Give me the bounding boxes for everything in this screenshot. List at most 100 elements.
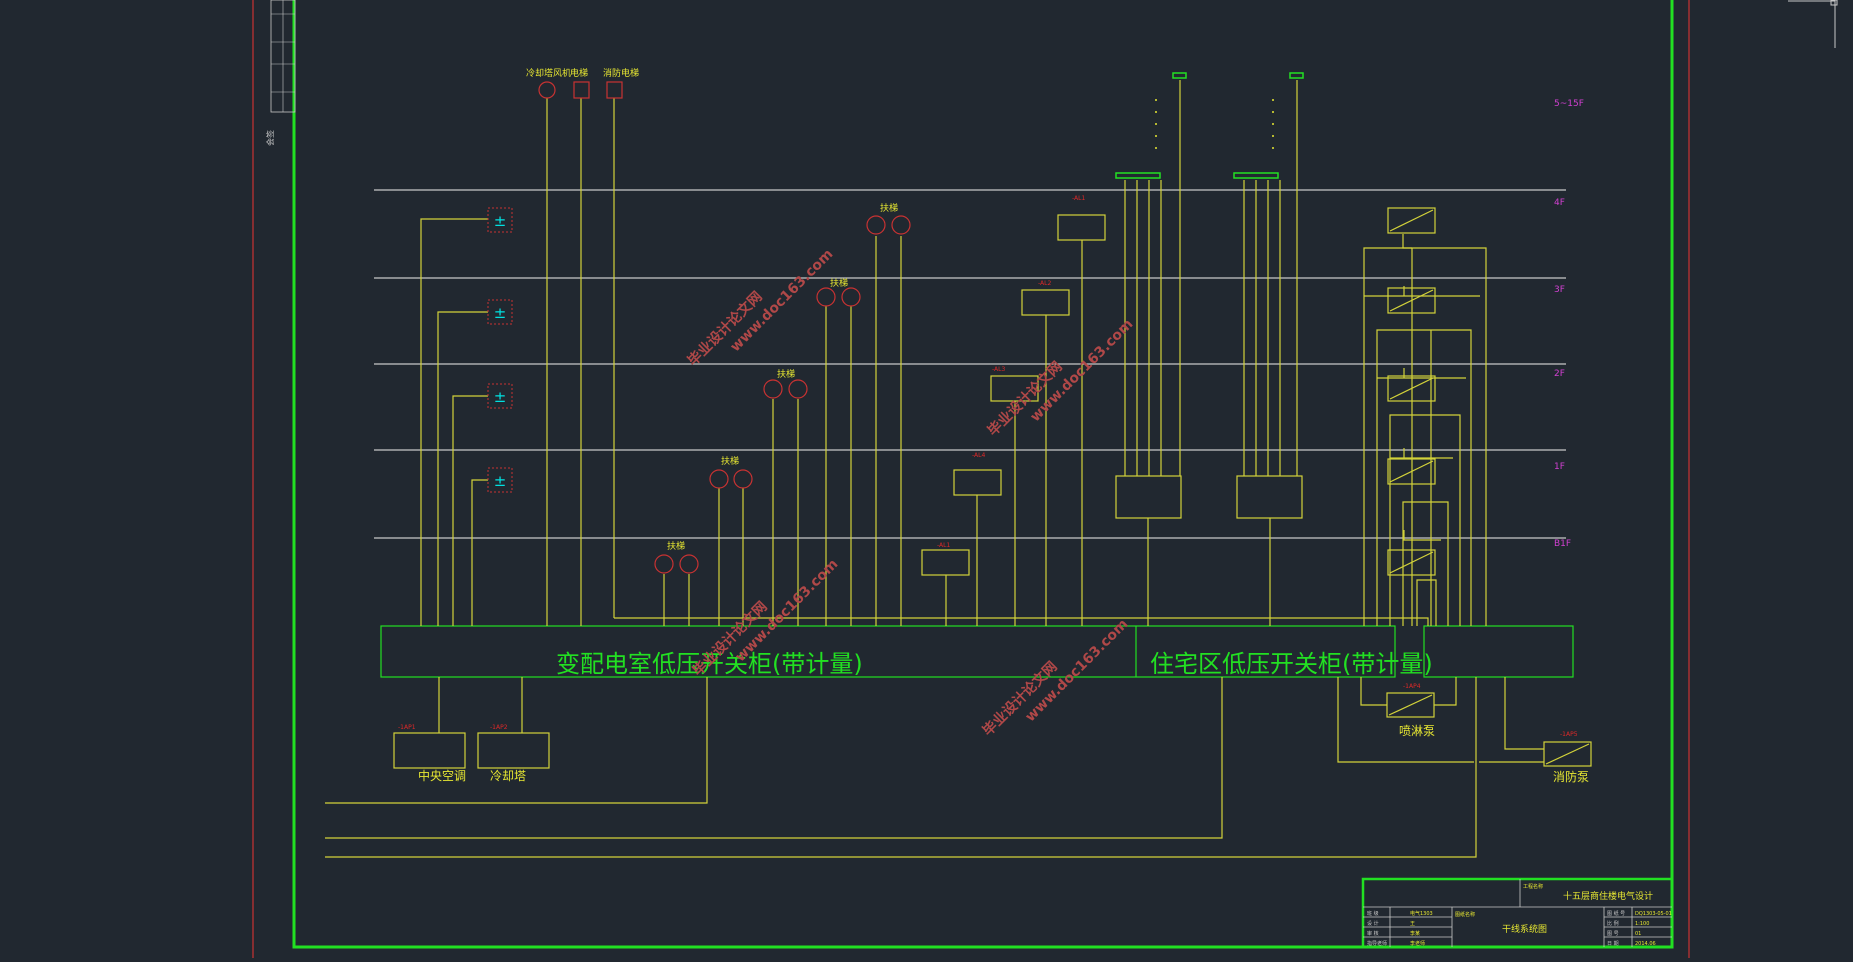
fire-box-b1f[interactable]: [1387, 549, 1436, 576]
escalator-label: 扶梯: [880, 202, 898, 214]
panel-label-b1f: -AL1: [937, 542, 950, 549]
project-label: 工程名称: [1523, 883, 1543, 890]
top-terminal-left: [1172, 72, 1187, 79]
escalator-label: 扶梯: [777, 368, 795, 380]
floor-labels: 5~15F 4F 3F 2F 1F B1F: [1554, 99, 1584, 549]
panel-al-b1f[interactable]: [921, 549, 970, 576]
escalator-label: 扶梯: [830, 277, 848, 289]
escalator-1f[interactable]: [709, 469, 753, 489]
fire-box-1f[interactable]: [1387, 458, 1436, 485]
panel-label-1f: -AL4: [972, 452, 985, 459]
socket-box-2f[interactable]: ±: [487, 383, 513, 409]
drawing-label: 图纸名称: [1455, 911, 1475, 918]
escalator-labels: 扶梯 扶梯 扶梯 扶梯 扶梯: [667, 202, 898, 552]
residential-switchgear-label: 住宅区低压开关柜(带计量): [1150, 650, 1433, 678]
fire-pump-label: 消防泵: [1553, 769, 1589, 784]
floor-label-top: 5~15F: [1554, 99, 1584, 109]
fire-elevator-label: 消防电梯: [603, 67, 639, 79]
meter-box-right[interactable]: [1236, 475, 1303, 519]
escalators: [654, 215, 911, 574]
residential-risers: [1115, 72, 1304, 519]
motor-icon: [654, 554, 674, 574]
floor-label-2f: 2F: [1554, 369, 1565, 379]
sprinkler-panel-label: -1AP4: [1403, 683, 1421, 690]
tb-left-val-3: 李老师: [1410, 940, 1425, 947]
cooling-tower-panel-box[interactable]: [477, 732, 550, 769]
tb-left-val-0: 电气1303: [1410, 910, 1433, 917]
tb-left-val-1: 王: [1410, 921, 1415, 927]
motor-icon: [763, 379, 783, 399]
fire-box-3f[interactable]: [1387, 287, 1436, 314]
svg-text:±: ±: [494, 304, 507, 322]
svg-text:±: ±: [494, 212, 507, 230]
elevator-icon[interactable]: [573, 81, 590, 99]
tb-right-val-2: 01: [1635, 931, 1641, 937]
socket-box-4f[interactable]: ±: [487, 207, 513, 233]
floor-lines: [374, 189, 1566, 539]
fire-equipment: [1386, 207, 1592, 767]
panel-label-3f: -AL2: [1038, 280, 1051, 287]
panel-label-2f: -AL3: [992, 366, 1005, 373]
tb-right-key-3: 日 期: [1607, 941, 1619, 947]
motor-icon: [709, 469, 729, 489]
panel-al-1f[interactable]: [953, 469, 1002, 496]
floor-label-4f: 4F: [1554, 198, 1565, 208]
fire-pump-box[interactable]: [1543, 741, 1592, 767]
ac-label: 中央空调: [418, 768, 466, 783]
top-loads: 冷却塔风机 电梯 消防电梯: [526, 67, 639, 99]
main-switchgear-label: 变配电室低压开关柜(带计量): [556, 650, 863, 678]
tb-right-val-3: 2014.06: [1635, 941, 1656, 947]
tb-right-val-0: DQ1303-05-01: [1635, 911, 1672, 917]
tb-right-key-0: 图 纸 号: [1607, 910, 1625, 917]
panel-al-3f[interactable]: [1021, 289, 1070, 316]
watermark: 毕业设计论文网 www.doc163.com: [684, 246, 836, 369]
motor-icon: [788, 379, 808, 399]
escalator-b1f[interactable]: [654, 554, 699, 574]
title-block: 工程名称 十五层商住楼电气设计 图纸名称 干线系统图 班 级 电气1303 设 …: [1361, 877, 1674, 949]
panel-al-4f[interactable]: [1057, 214, 1106, 241]
sprinkler-pump-box[interactable]: [1386, 692, 1435, 718]
tb-right-key-1: 比 例: [1607, 920, 1619, 927]
tb-left-key-0: 班 级: [1367, 910, 1379, 917]
busbar-right: [1233, 172, 1279, 179]
watermark: 毕业设计论文网 www.doc163.com: [984, 316, 1136, 439]
main-switchgear[interactable]: 变配电室低压开关柜(带计量) 住宅区低压开关柜(带计量): [380, 625, 1433, 678]
tb-left-key-1: 设 计: [1367, 920, 1379, 927]
svg-text:±: ±: [494, 472, 507, 490]
motor-icon: [816, 287, 836, 307]
panel-labels: -AL1 -AL4 -AL3 -AL2 -AL1: [937, 195, 1085, 549]
sheet-border: [252, 0, 1838, 958]
socket-symbols: ± ± ± ±: [487, 207, 513, 493]
fire-box-2f[interactable]: [1387, 375, 1436, 402]
socket-box-1f[interactable]: ±: [487, 467, 513, 493]
floor-label-3f: 3F: [1554, 285, 1565, 295]
escalator-2f[interactable]: [763, 379, 808, 399]
escalator-3f[interactable]: [816, 287, 861, 307]
socket-box-3f[interactable]: ±: [487, 299, 513, 325]
motor-icon: [891, 215, 911, 235]
countersign-strip: 会签: [265, 0, 296, 146]
fire-elevator-icon[interactable]: [606, 81, 623, 99]
svg-text:±: ±: [494, 388, 507, 406]
escalator-4f[interactable]: [866, 215, 911, 235]
cooling-tower-label: 冷却塔: [490, 769, 526, 783]
floor-label-b1f: B1F: [1554, 539, 1571, 549]
fire-box-4f[interactable]: [1387, 207, 1436, 234]
tb-left-key-2: 审 核: [1367, 930, 1379, 937]
sprinkler-pump-label: 喷淋泵: [1399, 724, 1435, 738]
bottom-loads: -1AP1 -1AP2 中央空调 冷却塔 -1AP4 喷淋泵 -1AP5 消防泵: [393, 683, 1589, 784]
ac-panel-box[interactable]: [393, 732, 466, 769]
fire-switchgear[interactable]: [1423, 625, 1574, 678]
meter-box-left[interactable]: [1115, 475, 1182, 519]
panel-al-2f[interactable]: [990, 375, 1039, 402]
motor-icon: [841, 287, 861, 307]
elevator-label: 电梯: [570, 67, 588, 79]
wiring: [325, 80, 1544, 858]
motor-icon: [733, 469, 753, 489]
lighting-panels: [921, 214, 1106, 576]
drawing-name: 干线系统图: [1502, 923, 1547, 935]
tb-right-val-1: 1:100: [1635, 921, 1649, 927]
busbar-left: [1115, 172, 1161, 179]
cooling-fan-motor-icon[interactable]: [538, 81, 556, 99]
